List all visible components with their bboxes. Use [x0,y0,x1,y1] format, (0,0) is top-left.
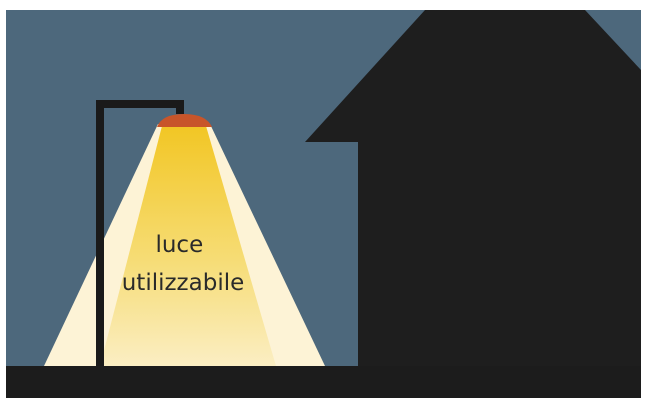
usable-light-cone [100,126,276,366]
house-silhouette [305,10,641,370]
usable-light-label-line-1: luce [155,232,203,258]
usable-light-label-line-2: utilizzabile [122,270,245,296]
lamp-head [157,114,212,127]
lamp-post-arm [96,100,184,108]
lamp-post-pole [96,100,104,368]
lamp-post-neck [176,100,184,114]
ground [6,366,641,398]
usable-light-label: luce utilizzabile [122,232,245,296]
